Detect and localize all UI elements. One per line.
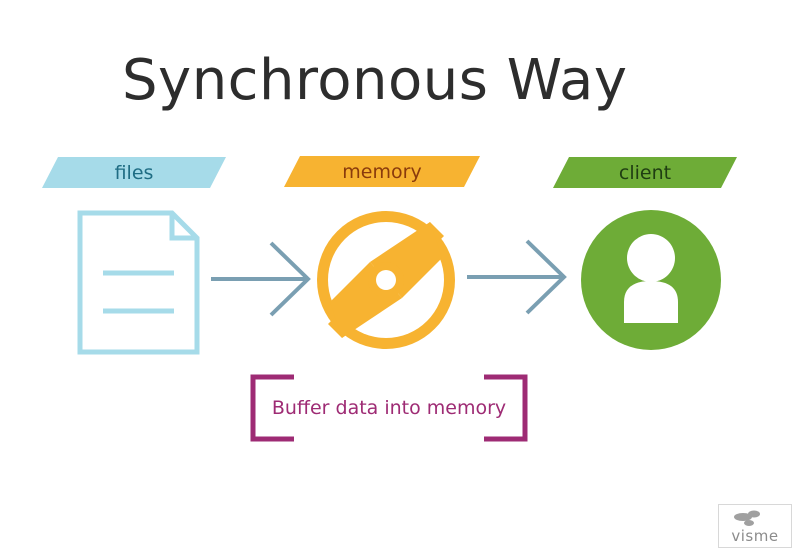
arrow-files-to-memory bbox=[211, 241, 311, 317]
diagram-title: Synchronous Way bbox=[122, 48, 628, 113]
files-label: files bbox=[114, 161, 154, 184]
visme-logo-mark bbox=[734, 510, 760, 526]
buffer-caption-text: Buffer data into memory bbox=[271, 397, 507, 419]
visme-logo-text: visme bbox=[731, 527, 779, 545]
user-avatar-icon bbox=[581, 210, 721, 350]
disc-icon bbox=[317, 211, 455, 349]
client-label-tag: client bbox=[553, 157, 737, 188]
client-tag-shape bbox=[553, 157, 737, 188]
caption-brackets bbox=[250, 374, 528, 442]
files-label-tag: files bbox=[42, 157, 226, 188]
document-icon bbox=[77, 210, 200, 355]
memory-tag-shape bbox=[284, 156, 480, 187]
memory-label: memory bbox=[342, 160, 422, 183]
client-label: client bbox=[618, 161, 672, 184]
buffer-caption: Buffer data into memory bbox=[250, 374, 528, 442]
files-tag-shape bbox=[42, 157, 226, 188]
memory-label-tag: memory bbox=[284, 156, 480, 187]
arrow-memory-to-client bbox=[467, 239, 567, 315]
visme-logo: visme bbox=[718, 504, 792, 548]
